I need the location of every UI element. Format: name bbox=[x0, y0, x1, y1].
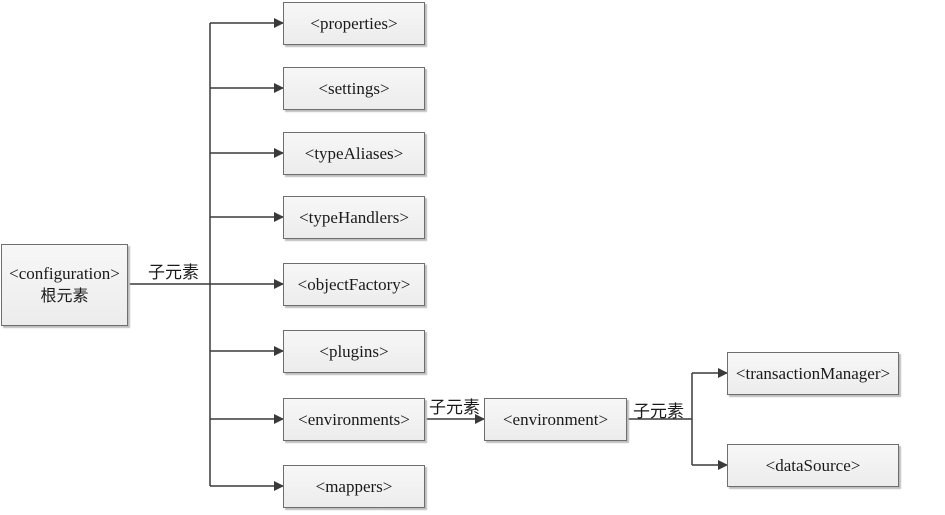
configuration-root-node: <configuration> 根元素 bbox=[1, 244, 128, 326]
root-caption: 根元素 bbox=[40, 286, 89, 305]
environment-node: <environment> bbox=[484, 398, 627, 441]
typehandlers-node: <typeHandlers> bbox=[283, 196, 425, 239]
root-tag: <configuration> bbox=[9, 264, 120, 283]
datasource-node: <dataSource> bbox=[727, 444, 899, 487]
child-element-label-environment: 子元素 bbox=[633, 402, 684, 422]
properties-node: <properties> bbox=[283, 2, 425, 45]
child-element-label-root: 子元素 bbox=[148, 263, 199, 283]
typealiases-node: <typeAliases> bbox=[283, 132, 425, 175]
mappers-node: <mappers> bbox=[283, 465, 425, 508]
transactionmanager-node: <transactionManager> bbox=[727, 352, 899, 395]
objectfactory-node: <objectFactory> bbox=[283, 263, 425, 306]
plugins-node: <plugins> bbox=[283, 330, 425, 373]
environments-node: <environments> bbox=[283, 398, 425, 441]
settings-node: <settings> bbox=[283, 67, 425, 110]
child-element-label-environments: 子元素 bbox=[429, 398, 480, 418]
